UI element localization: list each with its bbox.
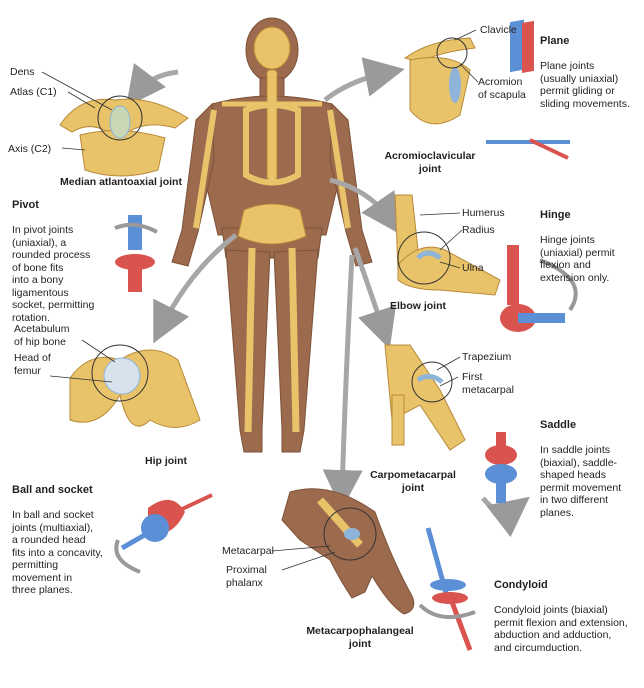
leader-lines xyxy=(41,29,479,571)
label-acromion: Acromion of scapula xyxy=(478,76,526,101)
type-hinge-desc: Hinge joints (uniaxial) permit flexion a… xyxy=(540,234,615,284)
type-condyloid-title: Condyloid xyxy=(494,578,548,591)
type-hinge: Hinge Hinge joints (uniaxial) permit fle… xyxy=(540,196,644,297)
label-axis: Axis (C2) xyxy=(8,143,52,155)
label-acetabulum: Acetabulum of hip bone xyxy=(14,323,70,348)
callout-arrows xyxy=(125,57,530,538)
type-ball-socket-title: Ball and socket xyxy=(12,483,93,496)
hand-illustration xyxy=(281,488,415,615)
type-condyloid: Condyloid Condyloid joints (biaxial) per… xyxy=(494,566,644,667)
plane-model xyxy=(486,19,570,160)
type-condyloid-desc: Condyloid joints (biaxial) permit flexio… xyxy=(494,604,628,654)
type-hinge-title: Hinge xyxy=(540,208,571,221)
type-saddle: Saddle In saddle joints (biaxial), saddl… xyxy=(540,406,644,532)
caption-acromioclavicular: Acromioclavicular joint xyxy=(384,150,476,175)
label-ulna: Ulna xyxy=(462,262,484,274)
condyloid-model xyxy=(418,527,476,651)
type-plane-title: Plane xyxy=(540,34,570,47)
pivot-model xyxy=(114,215,158,292)
caption-elbow: Elbow joint xyxy=(390,300,446,312)
label-atlas: Atlas (C1) xyxy=(10,86,57,98)
caption-metacarpophalangeal: Metacarpophalangeal joint xyxy=(306,625,414,650)
label-clavicle: Clavicle xyxy=(480,24,517,36)
type-pivot-desc: In pivot joints (uniaxial), a rounded pr… xyxy=(12,224,95,324)
hinge-model xyxy=(500,245,578,332)
type-pivot: Pivot In pivot joints (uniaxial), a roun… xyxy=(12,186,122,337)
type-plane-desc: Plane joints (usually uniaxial) permit g… xyxy=(540,60,630,110)
atlantoaxial-illustration xyxy=(59,95,189,177)
type-pivot-title: Pivot xyxy=(12,198,39,211)
type-ball-socket-desc: In ball and socket joints (multiaxial), … xyxy=(12,509,103,596)
label-head-of-femur: Head of femur xyxy=(14,352,51,377)
caption-hip: Hip joint xyxy=(145,455,187,467)
label-proximal-phalanx: Proximal phalanx xyxy=(226,564,267,589)
carpometacarpal-illustration xyxy=(384,344,466,451)
hip-illustration xyxy=(69,344,201,428)
caption-atlantoaxial: Median atlantoaxial joint xyxy=(60,176,182,188)
caption-carpometacarpal: Carpometacarpal joint xyxy=(370,469,456,494)
type-saddle-desc: In saddle joints (biaxial), saddle- shap… xyxy=(540,444,622,519)
type-saddle-title: Saddle xyxy=(540,418,577,431)
acromioclavicular-illustration xyxy=(403,37,476,125)
ball-socket-model xyxy=(114,493,213,574)
label-radius: Radius xyxy=(462,224,495,236)
label-dens: Dens xyxy=(10,66,35,78)
saddle-model xyxy=(485,432,517,503)
label-first-metacarpal: First metacarpal xyxy=(462,371,514,396)
type-ball-socket: Ball and socket In ball and socket joint… xyxy=(12,471,142,609)
type-plane: Plane Plane joints (usually uniaxial) pe… xyxy=(540,22,644,123)
elbow-illustration xyxy=(394,194,501,296)
label-metacarpal: Metacarpal xyxy=(222,545,274,557)
label-trapezium: Trapezium xyxy=(462,351,512,363)
label-humerus: Humerus xyxy=(462,207,505,219)
skeleton xyxy=(193,26,351,433)
